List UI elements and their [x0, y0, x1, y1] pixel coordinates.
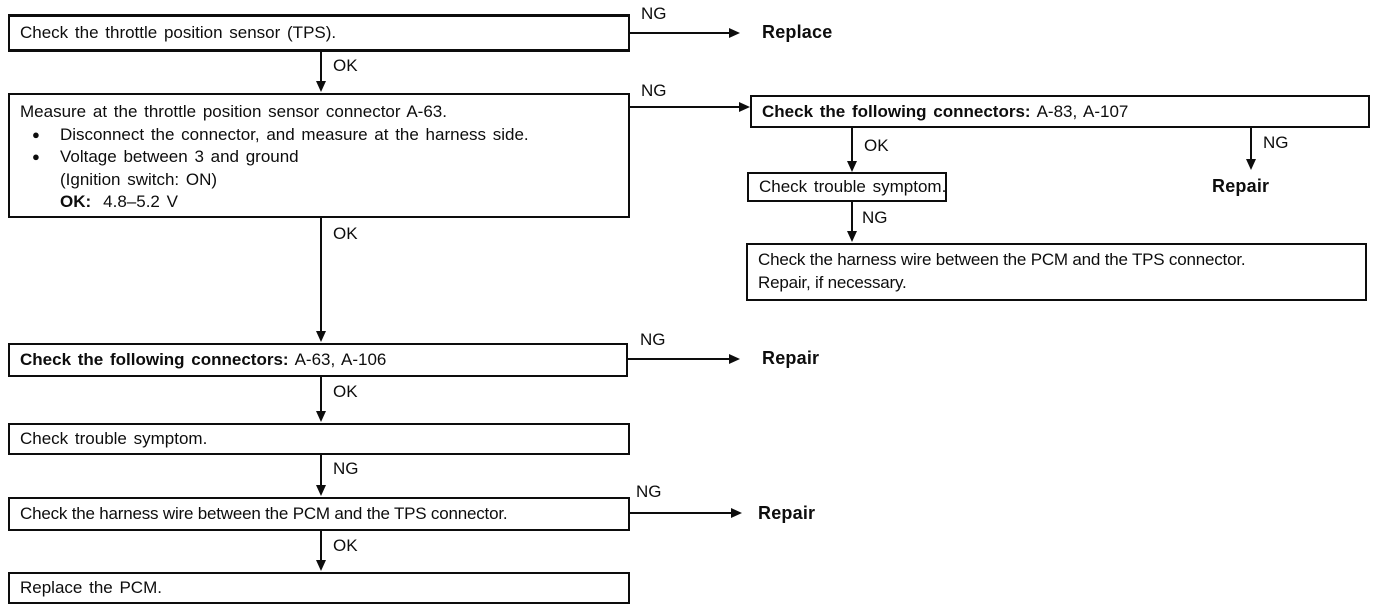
- ng-label: NG: [639, 4, 669, 24]
- ok-label: OK: [331, 536, 360, 556]
- arrow-right-icon: [739, 102, 750, 112]
- connector-ok-1-line: [320, 52, 322, 82]
- node-trouble-right: Check trouble symptom.: [747, 172, 947, 202]
- connectors-right-values: A-83, A-107: [1036, 101, 1129, 121]
- node-harness-left: Check the harness wire between the PCM a…: [8, 497, 630, 531]
- ng-label: NG: [638, 330, 668, 350]
- connector-ng-right-branch-line: [630, 106, 740, 108]
- ng-label: NG: [860, 208, 890, 228]
- measure-note: (Ignition switch: ON): [60, 169, 218, 189]
- ng-label: NG: [639, 81, 669, 101]
- node-connectors-right: Check the following connectors: A-83, A-…: [750, 95, 1370, 128]
- node-trouble-left: Check trouble symptom.: [8, 423, 630, 455]
- connector-ok-right-line: [851, 128, 853, 164]
- trouble-left-text: Check trouble symptom.: [20, 429, 208, 448]
- measure-title: Measure at the throttle position sensor …: [20, 102, 447, 121]
- repair-terminal: Repair: [758, 503, 816, 523]
- bullet-icon: ●: [32, 126, 40, 142]
- arrow-down-icon: [316, 485, 326, 496]
- connector-ok-5-line: [320, 531, 322, 562]
- replace-terminal: Replace: [762, 22, 833, 42]
- node-check-tps: Check the throttle position sensor (TPS)…: [8, 14, 630, 52]
- arrow-right-icon: [729, 354, 740, 364]
- connectors-left-lead: Check the following connectors:: [20, 350, 289, 369]
- arrow-down-icon: [1246, 159, 1256, 170]
- harness-right-line1: Check the harness wire between the PCM a…: [758, 250, 1246, 269]
- arrow-down-icon: [316, 331, 326, 342]
- ng-label: NG: [634, 482, 664, 502]
- repair-terminal: Repair: [762, 348, 820, 368]
- node-replace-pcm: Replace the PCM.: [8, 572, 630, 604]
- measure-ok-value: 4.8–5.2 V: [103, 192, 178, 211]
- arrow-down-icon: [316, 411, 326, 422]
- connector-ng-replace-line: [630, 32, 730, 34]
- measure-bullet-line-2: ● Voltage between 3 and ground: [20, 146, 618, 169]
- node-harness-right: Check the harness wire between the PCM a…: [746, 243, 1367, 301]
- ok-label: OK: [862, 136, 891, 156]
- ng-label: NG: [1261, 133, 1291, 153]
- trouble-right-text: Check trouble symptom.: [759, 177, 947, 196]
- connector-ng-right-repair-line: [1250, 128, 1252, 162]
- measure-ok-spec: OK: 4.8–5.2 V: [60, 191, 618, 214]
- node-check-tps-text: Check the throttle position sensor (TPS)…: [20, 23, 337, 42]
- connector-ng-repair-line: [628, 358, 730, 360]
- ok-label: OK: [331, 382, 360, 402]
- connector-ok-2-line: [320, 218, 322, 333]
- measure-bullet2-text: Voltage between 3 and ground: [60, 147, 299, 166]
- ok-label: OK: [331, 56, 360, 76]
- harness-left-text: Check the harness wire between the PCM a…: [20, 504, 508, 523]
- measure-bullet1-text: Disconnect the connector, and measure at…: [60, 124, 529, 144]
- connector-ng-4-line: [320, 455, 322, 487]
- connector-ok-3-line: [320, 377, 322, 413]
- arrow-right-icon: [729, 28, 740, 38]
- connectors-right-lead: Check the following connectors:: [762, 101, 1031, 121]
- connector-ng-right2-line: [851, 202, 853, 234]
- arrow-down-icon: [316, 81, 326, 92]
- arrow-right-icon: [731, 508, 742, 518]
- ok-label: OK: [331, 224, 360, 244]
- arrow-down-icon: [847, 161, 857, 172]
- harness-right-line2: Repair, if necessary.: [758, 272, 907, 292]
- replace-pcm-text: Replace the PCM.: [20, 578, 162, 597]
- measure-ok-key: OK:: [60, 192, 92, 211]
- arrow-down-icon: [847, 231, 857, 242]
- connectors-left-values: A-63, A-106: [294, 350, 387, 369]
- measure-bullet-line-1: ● Disconnect the connector, and measure …: [20, 124, 618, 147]
- repair-terminal: Repair: [1212, 176, 1270, 196]
- arrow-down-icon: [316, 560, 326, 571]
- connector-ng-repair2-line: [630, 512, 732, 514]
- bullet-icon: ●: [32, 149, 40, 164]
- node-measure-tps: Measure at the throttle position sensor …: [8, 93, 630, 218]
- node-connectors-left: Check the following connectors: A-63, A-…: [8, 343, 628, 377]
- ng-label: NG: [331, 459, 361, 479]
